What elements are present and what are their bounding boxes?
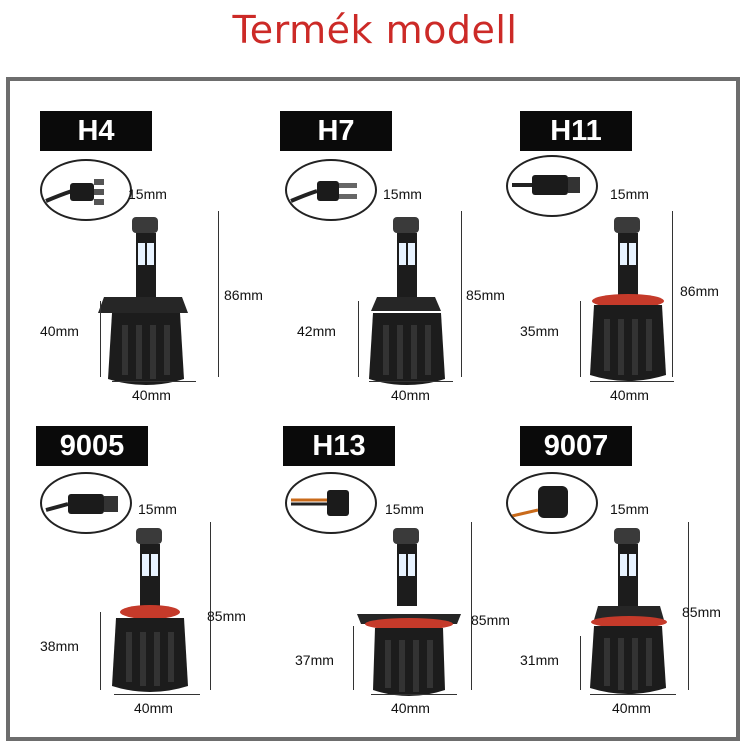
model-card-9005: 9005 15mm 85mm 38mm 40mm: [10, 426, 246, 736]
model-card-h11: H11 15mm 86mm 35mm 40mm: [500, 111, 732, 421]
h11-plug-icon: [506, 155, 598, 217]
top-width-label: 15mm: [138, 501, 177, 517]
base-height-dimension-line: [358, 301, 359, 377]
base-width-label: 40mm: [391, 387, 430, 403]
height-dimension-line: [672, 211, 673, 377]
height-dimension-line: [210, 522, 211, 690]
model-label: H13: [283, 426, 395, 466]
model-label: 9007: [520, 426, 632, 466]
bulb-image: [92, 209, 204, 402]
base-width-dimension-line: [590, 694, 676, 695]
model-label: H11: [520, 111, 632, 151]
base-height-dimension-line: [100, 301, 101, 377]
base-height-label: 40mm: [40, 323, 79, 339]
base-width-label: 40mm: [610, 387, 649, 403]
top-width-label: 15mm: [383, 186, 422, 202]
page-title: Termék modell: [232, 8, 518, 52]
base-height-dimension-line: [580, 636, 581, 690]
base-height-label: 31mm: [520, 652, 559, 668]
model-grid-frame: H4 15mm 86mm 40mm 40mm H7 15mm 85mm 42mm…: [6, 77, 740, 741]
model-card-9007: 9007 15mm 85mm 31mm 40mm: [500, 426, 732, 736]
base-height-label: 42mm: [297, 323, 336, 339]
bulb-image: [574, 209, 686, 402]
height-dimension-line: [461, 211, 462, 377]
model-card-h7: H7 15mm 85mm 42mm 40mm: [255, 111, 505, 421]
model-label: 9005: [36, 426, 148, 466]
height-label: 86mm: [224, 287, 263, 303]
base-width-label: 40mm: [391, 700, 430, 716]
h4-plug-icon: [40, 159, 132, 221]
h7-plug-icon: [285, 159, 377, 221]
height-label: 86mm: [680, 283, 719, 299]
model-label: H4: [40, 111, 152, 151]
base-height-label: 38mm: [40, 638, 79, 654]
base-width-dimension-line: [590, 381, 674, 382]
base-width-label: 40mm: [612, 700, 651, 716]
9007-plug-icon: [506, 472, 598, 534]
base-width-dimension-line: [112, 381, 196, 382]
base-width-label: 40mm: [132, 387, 171, 403]
top-width-label: 15mm: [128, 186, 167, 202]
base-height-dimension-line: [353, 626, 354, 690]
base-height-label: 37mm: [295, 652, 334, 668]
9005-plug-icon: [40, 472, 132, 534]
top-width-label: 15mm: [385, 501, 424, 517]
model-card-h4: H4 15mm 86mm 40mm 40mm: [10, 111, 263, 421]
height-label: 85mm: [207, 608, 246, 624]
height-dimension-line: [471, 522, 472, 690]
height-label: 85mm: [466, 287, 505, 303]
bulb-image: [353, 209, 465, 402]
base-width-dimension-line: [369, 381, 453, 382]
model-card-h13: H13 15mm 85mm 37mm 40mm: [255, 426, 510, 736]
bulb-image: [353, 520, 465, 713]
model-label: H7: [280, 111, 392, 151]
base-width-dimension-line: [114, 694, 200, 695]
height-dimension-line: [218, 211, 219, 377]
bulb-image: [574, 520, 686, 713]
top-width-label: 15mm: [610, 501, 649, 517]
base-width-label: 40mm: [134, 700, 173, 716]
base-height-label: 35mm: [520, 323, 559, 339]
h13-plug-icon: [285, 472, 377, 534]
base-height-dimension-line: [100, 612, 101, 690]
height-label: 85mm: [682, 604, 721, 620]
bulb-image: [96, 520, 208, 713]
base-width-dimension-line: [371, 694, 457, 695]
height-label: 85mm: [471, 612, 510, 628]
height-dimension-line: [688, 522, 689, 690]
top-width-label: 15mm: [610, 186, 649, 202]
base-height-dimension-line: [580, 301, 581, 377]
